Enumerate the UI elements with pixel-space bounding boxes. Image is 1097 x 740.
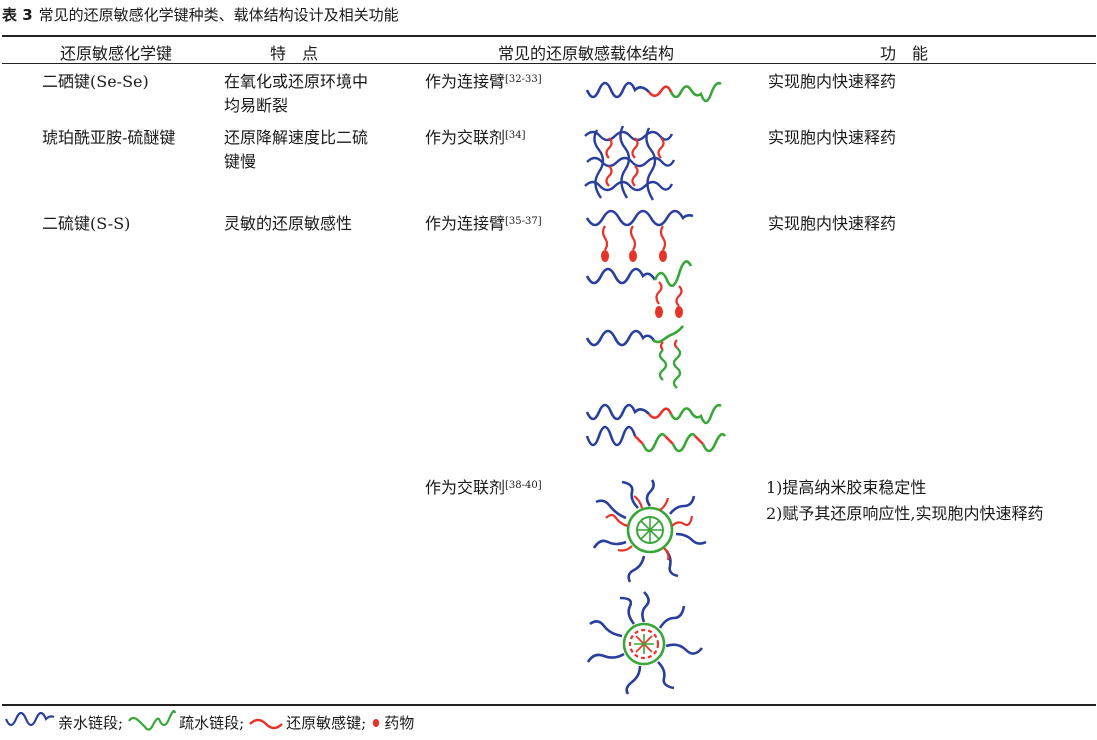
block-drug-diagram [585,260,693,318]
crosslinked-network-diagram [584,125,676,201]
row4-ref: [38-40] [505,480,542,491]
crosslinked-micelle-diagram [592,479,707,583]
header-structure: 常见的还原敏感载体结构 [498,44,675,63]
row2-ref: [34] [505,130,526,141]
row3-function: 实现胞内快速释药 [768,214,897,233]
table-caption: 表 3 常见的还原敏感化学键种类、载体结构设计及相关功能 [2,4,399,25]
graft-copolymer-diagram [585,325,684,389]
core-crosslinked-micelle-diagram [586,591,704,695]
pendant-drug-diagram [585,209,694,262]
drug-dot-icon [372,718,380,727]
hydrophobic-wave-icon [128,709,177,731]
linker-chain-diagram-2 [585,403,722,425]
top-rule [2,35,1096,37]
header-feature: 特 点 [270,44,319,63]
row2-bond: 琥珀酰亚胺-硫醚键 [42,128,176,147]
legend-hydrophilic-label: 亲水链段; [58,714,124,732]
header-function: 功 能 [880,44,929,63]
row4-role: 作为交联剂[38-40] [425,478,542,497]
row2-feature-line1: 还原降解速度比二硫 [224,128,369,147]
legend-hydrophobic-label: 疏水链段; [179,714,245,732]
multiblock-chain-diagram [585,425,727,453]
legend-reduction-label: 还原敏感键; [286,714,367,732]
legend: 亲水链段; 疏水链段; 还原敏感键; 药物 [4,709,418,733]
header-bond: 还原敏感化学键 [60,44,173,63]
row1-role: 作为连接臂[32-33] [425,72,542,91]
legend-drug-label: 药物 [384,714,415,732]
table-number: 表 3 [2,6,33,24]
header-rule [2,63,1096,64]
linker-chain-diagram-1 [585,81,722,103]
row3-ref: [35-37] [505,216,542,227]
row2-feature-line2: 键慢 [224,152,257,171]
row1-feature-line2: 均易断裂 [224,96,289,115]
row3-bond: 二硫键(S-S) [42,214,131,233]
row2-role: 作为交联剂[34] [425,128,526,147]
row4-function-line1: 1)提高纳米胶束稳定性 [766,478,927,497]
row1-function: 实现胞内快速释药 [768,72,897,91]
row1-ref: [32-33] [505,74,542,85]
row4-function-line2: 2)赋予其还原响应性,实现胞内快速释药 [766,504,1044,523]
row1-feature-line1: 在氧化或还原环境中 [224,72,369,91]
reduction-bond-wave-icon [249,718,283,729]
row2-function: 实现胞内快速释药 [768,128,897,147]
row3-role: 作为连接臂[35-37] [425,214,542,233]
row1-bond: 二硒键(Se-Se) [42,72,149,91]
row3-feature-line1: 灵敏的还原敏感性 [224,214,353,233]
hydrophilic-wave-icon [4,711,55,726]
bottom-rule [2,704,1096,706]
table-title: 常见的还原敏感化学键种类、载体结构设计及相关功能 [38,6,399,24]
